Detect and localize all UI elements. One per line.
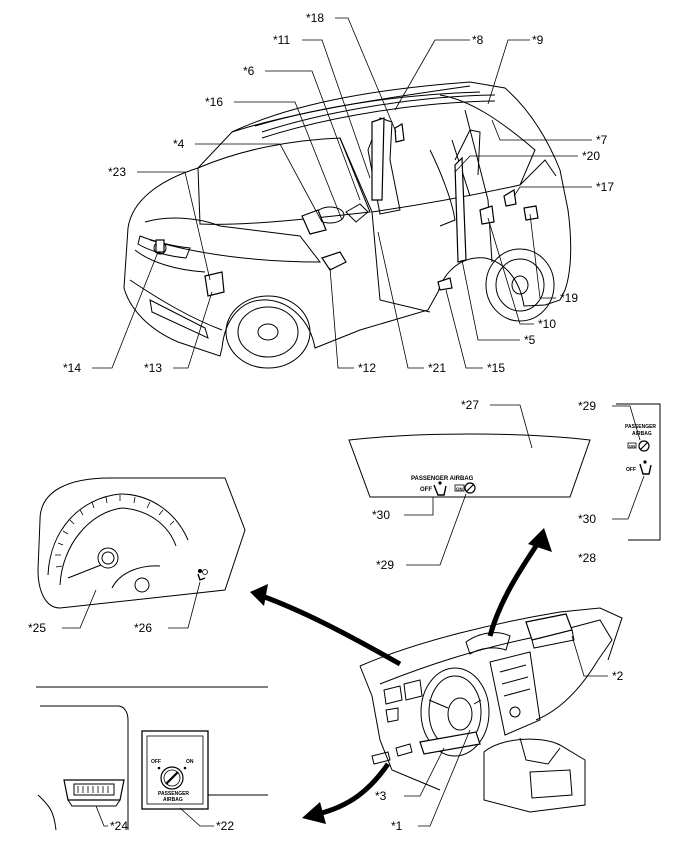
callout-30-b: *30	[578, 512, 596, 526]
callout-6: *6	[243, 64, 255, 78]
driver-knee-airbag	[419, 731, 481, 755]
curved-arrow-icon	[302, 762, 391, 824]
callout-15: *15	[487, 361, 505, 375]
front-airbag-sensor-lh	[155, 239, 165, 253]
instrument-panel: *2 *1 *3	[359, 607, 624, 833]
callout-30-a: *30	[372, 508, 390, 522]
callout-5: *5	[524, 333, 536, 347]
rear-airbag-sensor	[523, 205, 539, 221]
seat-occupant-icon	[433, 481, 447, 496]
car-callout-leaders	[92, 17, 592, 369]
callout-21: *21	[428, 361, 446, 375]
rear-seat-sensor	[503, 189, 517, 207]
key-switch-on: ON	[186, 759, 194, 765]
callout-27: *27	[461, 398, 479, 412]
indicator-off-label: OFF	[420, 487, 432, 493]
callout-28: *28	[578, 551, 596, 565]
curtain-shield-inflator	[394, 123, 405, 143]
side-indicator-off: OFF	[626, 467, 636, 473]
indicator-on-label: ON	[456, 487, 463, 492]
side-indicator-title-1: PASSENGER	[625, 424, 656, 430]
callout-7: *7	[596, 133, 608, 147]
callout-17: *17	[596, 180, 614, 194]
callout-11: *11	[273, 33, 290, 47]
callout-19: *19	[560, 291, 578, 305]
callout-18: *18	[306, 11, 324, 25]
callout-24: *24	[110, 819, 128, 833]
callout-25: *25	[28, 621, 46, 635]
curved-arrow-icon	[487, 528, 552, 637]
callout-22: *22	[216, 819, 234, 833]
passenger-airbag-key-switch: OFF ON PASSENGER AIRBAG	[141, 730, 209, 810]
seat-occupant-icon	[639, 460, 652, 475]
callout-2: *2	[612, 669, 624, 683]
airbag-warning-icon	[197, 569, 208, 581]
passenger-airbag-indicator-panel: *27 PASSENGER AIRBAG OFF ON *30 *29	[348, 398, 591, 572]
callout-3: *3	[375, 789, 387, 803]
airbag-off-icon	[638, 440, 650, 452]
side-indicator-panel: PASSENGER AIRBAG ON OFF *29 *30 *28	[578, 399, 661, 565]
combination-meter: *25 *26	[28, 477, 246, 635]
seat-belt-rh	[454, 156, 467, 263]
callout-4: *4	[173, 137, 185, 151]
callout-10: *10	[538, 317, 556, 331]
callout-29-a: *29	[376, 558, 394, 572]
callout-23: *23	[108, 165, 126, 179]
callout-1: *1	[391, 819, 403, 833]
callout-20: *20	[582, 149, 600, 163]
callout-8: *8	[472, 33, 484, 47]
callout-29-b: *29	[578, 399, 596, 413]
key-switch-title-2: AIRBAG	[163, 797, 183, 803]
front-airbag-sensor-rh	[204, 271, 225, 297]
car-illustration	[123, 81, 572, 369]
callout-14: *14	[63, 361, 81, 375]
callout-9: *9	[532, 33, 544, 47]
knee-airbag	[301, 209, 327, 235]
airbag-off-icon	[464, 482, 476, 494]
gauge-ticks	[55, 495, 175, 568]
passenger-airbag-assembly	[525, 613, 573, 641]
key-switch-off: OFF	[151, 759, 161, 765]
curved-arrow-icon	[250, 584, 402, 667]
key-switch-title-1: PASSENGER	[158, 791, 189, 797]
car-callouts: *18 *11 *8 *9 *6 *16 *4 *7 *20 *23 *17 *…	[63, 11, 614, 375]
center-airbag-sensor	[321, 251, 347, 271]
key-cylinder-icon	[160, 766, 184, 790]
callout-12: *12	[358, 361, 376, 375]
dlc3-connector	[63, 779, 125, 807]
callout-16: *16	[205, 95, 223, 109]
callout-13: *13	[144, 361, 162, 375]
callout-26: *26	[134, 621, 152, 635]
front-seat-side-airbag	[371, 117, 385, 201]
side-indicator-on: ON	[629, 444, 635, 449]
seat-belt-pretensioner-rh	[479, 205, 495, 225]
side-indicator-title-2: AIRBAG	[632, 431, 652, 437]
lower-left-inset: *24 OFF ON PASSENGER AIRBAG *22	[36, 686, 268, 833]
indicator-panel-title: PASSENGER AIRBAG	[411, 476, 474, 482]
side-airbag-sensor	[437, 277, 453, 291]
